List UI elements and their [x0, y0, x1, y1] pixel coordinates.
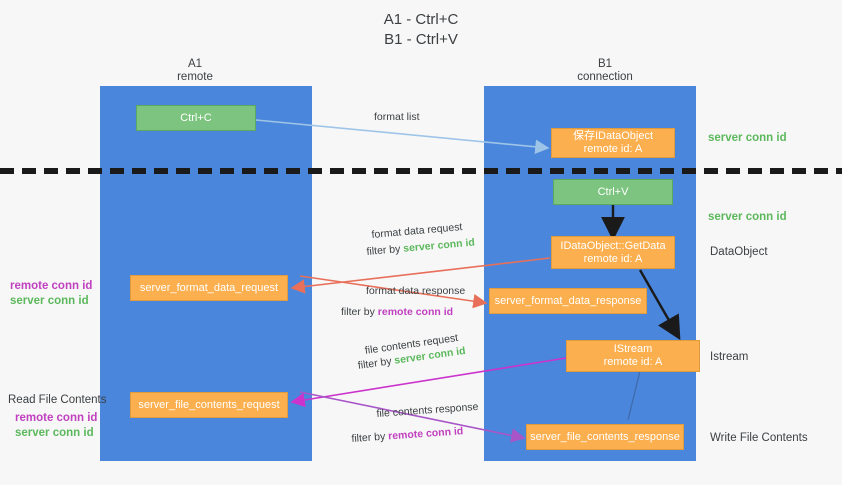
box-server-file-contents-request-label: server_file_contents_request	[138, 398, 280, 411]
title-line-1: A1 - Ctrl+C	[383, 11, 459, 28]
lane-b1-role: connection	[577, 71, 633, 83]
left-label-server-conn-id-2: server conn id	[15, 427, 94, 439]
box-save-idataobject-line1: 保存IDataObject	[572, 130, 654, 142]
box-ctrl-v-label: Ctrl+V	[597, 185, 629, 198]
lane-header-b1: B1 connection	[530, 58, 680, 84]
right-label-server-conn-id-mid: server conn id	[708, 211, 787, 223]
page-title: A1 - Ctrl+C B1 - Ctrl+V	[0, 10, 842, 50]
edge-label-format-data-response-filter: filter by remote conn id	[341, 305, 453, 319]
box-server-format-data-request[interactable]: server_format_data_request	[130, 275, 288, 301]
filter-by-text-2: filter by	[341, 306, 375, 318]
left-label-remote-conn-id-2: remote conn id	[15, 412, 98, 424]
right-label-server-conn-id-top: server conn id	[708, 132, 787, 144]
title-line-2: B1 - Ctrl+V	[384, 31, 458, 48]
wire-istream-write	[627, 370, 641, 421]
box-getdata-line1: IDataObject::GetData	[560, 239, 666, 252]
right-label-dataobject: DataObject	[710, 246, 768, 258]
box-server-format-data-response[interactable]: server_format_data_response	[489, 288, 647, 314]
box-istream[interactable]: IStream remote id: A	[566, 340, 700, 372]
left-label-server-conn-id-1: server conn id	[10, 295, 89, 307]
edge-label-format-data-response: format data response	[366, 285, 466, 297]
box-save-idataobject-line2: remote id: A	[583, 143, 643, 155]
filter-by-text-1: filter by	[366, 243, 401, 258]
lane-b1-name: B1	[597, 58, 613, 70]
lane-header-a1: A1 remote	[120, 58, 270, 84]
lane-a1-role: remote	[177, 71, 213, 83]
box-server-file-contents-request[interactable]: server_file_contents_request	[130, 392, 288, 418]
box-server-file-contents-response-label: server_file_contents_response	[530, 430, 680, 443]
wire-file-contents-response	[299, 391, 526, 443]
box-istream-line1: IStream	[613, 343, 653, 355]
left-label-remote-conn-id-1: remote conn id	[10, 280, 93, 292]
wire-format-data-response	[299, 275, 488, 309]
edge-label-format-list: format list	[374, 111, 420, 123]
box-getdata[interactable]: IDataObject::GetData remote id: A	[551, 236, 675, 269]
box-getdata-line2: remote id: A	[583, 252, 643, 265]
box-server-format-data-request-label: server_format_data_request	[139, 281, 279, 294]
box-ctrl-c-label: Ctrl+C	[180, 111, 212, 124]
filter-by-text-4: filter by	[351, 430, 386, 445]
divider-dashed	[0, 168, 842, 174]
right-label-write-file-contents: Write File Contents	[710, 432, 808, 444]
box-ctrl-v[interactable]: Ctrl+V	[553, 179, 673, 205]
wire-format-data-request	[290, 257, 551, 294]
wire-file-contents-request	[290, 357, 567, 408]
box-istream-line2: remote id: A	[603, 356, 663, 368]
lane-a1-name: A1	[187, 58, 203, 70]
box-server-format-data-response-label: server_format_data_response	[494, 294, 642, 307]
box-save-idataobject[interactable]: 保存IDataObject remote id: A	[551, 128, 675, 158]
box-server-file-contents-response[interactable]: server_file_contents_response	[526, 424, 684, 450]
wire-getdata-istream	[638, 269, 681, 341]
remote-conn-id-text-1: remote conn id	[377, 306, 454, 318]
box-ctrl-c[interactable]: Ctrl+C	[136, 105, 256, 131]
left-label-read-file-contents: Read File Contents	[8, 394, 107, 406]
right-label-istream: Istream	[710, 351, 749, 363]
wire-format-list	[255, 119, 550, 154]
